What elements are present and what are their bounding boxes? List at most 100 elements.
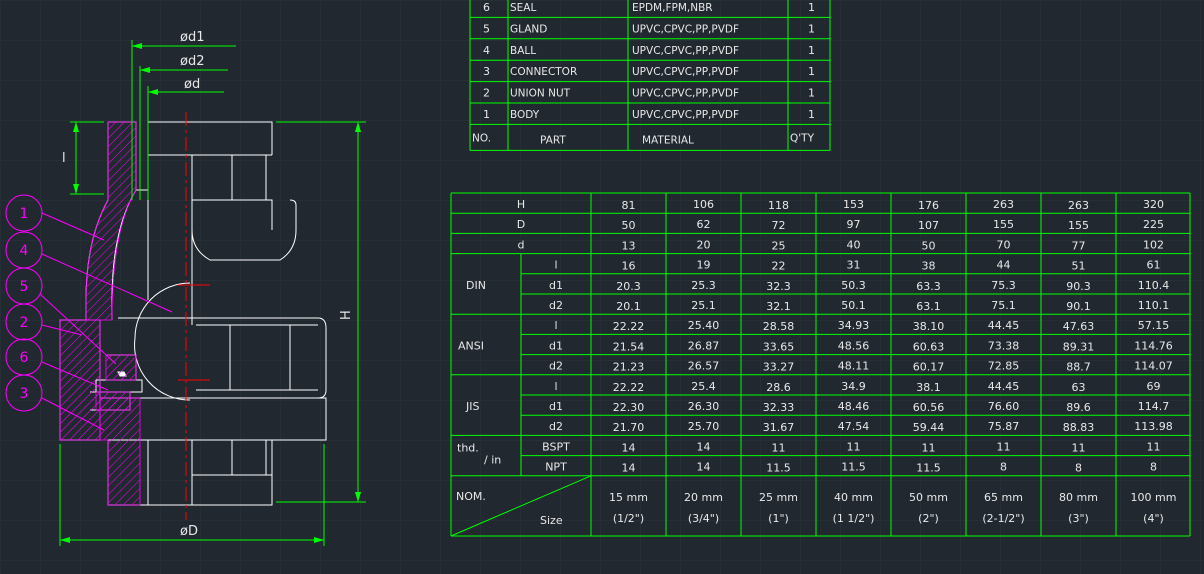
dim-cell-value: 33.65 — [763, 340, 795, 353]
dim-cell-value: 75.3 — [991, 279, 1016, 292]
balloon-4: 4 — [20, 243, 29, 259]
dim-cell-value: 263 — [993, 198, 1014, 211]
dim-size-mm: 20 mm — [684, 491, 723, 504]
dim-cell-value: 60.56 — [913, 401, 945, 414]
dim-cell-value: 59.44 — [913, 421, 945, 434]
balloon-5: 5 — [20, 279, 29, 295]
dim-cell-value: 69 — [1147, 380, 1161, 393]
part-balloons — [5, 194, 173, 431]
dim-cell-value: 31 — [847, 259, 861, 272]
dim-cell-value: 14 — [622, 441, 636, 454]
dim-row-label: D — [517, 218, 525, 231]
dim-size-label: Size — [540, 514, 563, 527]
dim-row-label: d2 — [549, 299, 563, 312]
parts-row-part: GLAND — [510, 23, 547, 35]
parts-row-material: UPVC,CPVC,PP,PVDF — [632, 88, 739, 100]
dim-cell-value: 32.3 — [766, 280, 791, 293]
dim-row-label: d2 — [549, 420, 563, 433]
dim-cell-value: 20 — [697, 238, 711, 251]
dim-cell-value: 225 — [1143, 218, 1164, 231]
dim-row-label: l — [554, 259, 557, 272]
dim-size-inch: (1 1/2") — [833, 512, 875, 525]
dim-label-od2: ød2 — [180, 54, 204, 69]
dim-cell-value: 155 — [993, 218, 1014, 231]
dim-cell-value: 25.4 — [691, 380, 716, 393]
dim-cell-value: 114.07 — [1134, 360, 1173, 373]
dim-cell-value: 40 — [847, 238, 861, 251]
dim-label-l: l — [62, 151, 66, 166]
dim-size-inch: (1/2") — [613, 512, 644, 525]
dim-cell-value: 14 — [697, 440, 711, 453]
dim-cell-value: 26.57 — [688, 360, 720, 373]
parts-row-qty: 1 — [808, 65, 815, 78]
balloon-labels: 1 4 5 2 6 3 — [20, 206, 29, 402]
dim-size-mm: 15 mm — [609, 491, 648, 504]
dim-cell-value: 102 — [1143, 238, 1164, 251]
dim-cell-value: 11 — [847, 440, 861, 453]
dim-row-label: d1 — [549, 339, 563, 352]
dim-cell-value: 31.67 — [763, 421, 795, 434]
parts-row-no: 3 — [483, 65, 490, 78]
parts-header-no: NO. — [472, 132, 491, 144]
dim-cell-value: 8 — [1150, 461, 1157, 474]
dim-cell-value: 16 — [622, 260, 636, 273]
dim-cell-value: 14 — [697, 461, 711, 474]
dim-cell-value: 11.5 — [766, 462, 791, 475]
parts-row-part: BODY — [510, 109, 540, 121]
parts-row-qty: 1 — [808, 108, 815, 121]
dim-label-od: ød — [184, 77, 200, 92]
dim-cell-value: 11.5 — [841, 461, 866, 474]
dim-size-inch: (2") — [918, 512, 939, 525]
dim-size-inch: (3/4") — [688, 512, 719, 525]
dim-cell-value: 72.85 — [988, 360, 1020, 373]
dim-size-mm: 80 mm — [1059, 491, 1098, 504]
parts-row-no: 1 — [483, 108, 490, 121]
dim-row-label: l — [554, 319, 557, 332]
dim-size-inch: (2-1/2") — [982, 512, 1024, 525]
dim-cell-value: 113.98 — [1134, 420, 1173, 433]
dim-cell-value: 88.7 — [1066, 361, 1091, 374]
dim-cell-value: 73.38 — [988, 339, 1020, 352]
dim-cell-value: 26.87 — [688, 339, 720, 352]
dim-cell-value: 48.46 — [838, 400, 870, 413]
dim-group-thd-unit: / in — [484, 453, 501, 466]
dim-cell-value: 25.3 — [691, 279, 716, 292]
dim-cell-value: 14 — [622, 462, 636, 475]
dim-cell-value: 176 — [918, 199, 939, 212]
dim-cell-value: 60.63 — [913, 340, 945, 353]
balloon-3: 3 — [20, 386, 29, 402]
dim-cell-value: 22.22 — [613, 320, 645, 333]
dimension-lines — [59, 40, 366, 546]
dim-cell-value: 63.1 — [916, 300, 941, 313]
dim-cell-value: 20.1 — [616, 300, 641, 313]
dim-cell-value: 110.1 — [1138, 299, 1170, 312]
dim-cell-value: 88.83 — [1063, 421, 1095, 434]
dim-cell-value: 11 — [1072, 441, 1086, 454]
dim-size-inch: (1") — [768, 512, 789, 525]
dim-cell-value: 32.1 — [766, 300, 791, 313]
dim-cell-value: 22 — [772, 260, 786, 273]
dim-size-mm: 40 mm — [834, 491, 873, 504]
parts-row-part: BALL — [510, 45, 536, 57]
dim-cell-value: 13 — [622, 239, 636, 252]
dim-cell-value: 75.87 — [988, 420, 1020, 433]
dim-cell-value: 25 — [772, 239, 786, 252]
dim-cell-value: 11 — [1147, 440, 1161, 453]
dim-nom-label: NOM. — [456, 490, 486, 503]
dim-cell-value: 38 — [922, 260, 936, 273]
dim-cell-value: 63 — [1072, 381, 1086, 394]
dim-cell-value: 25.1 — [691, 299, 716, 312]
dim-cell-value: 60.17 — [913, 361, 945, 374]
dim-row-label: NPT — [545, 461, 567, 474]
dim-cell-value: 76.60 — [988, 400, 1020, 413]
dim-row-label: BSPT — [542, 440, 570, 453]
dim-cell-value: 47.63 — [1063, 320, 1095, 333]
dim-group-din: DIN — [466, 279, 486, 292]
dim-cell-value: 8 — [1000, 461, 1007, 474]
parts-row-no: 5 — [483, 22, 490, 35]
dim-cell-value: 118 — [768, 199, 789, 212]
dim-cell-value: 28.6 — [766, 381, 791, 394]
